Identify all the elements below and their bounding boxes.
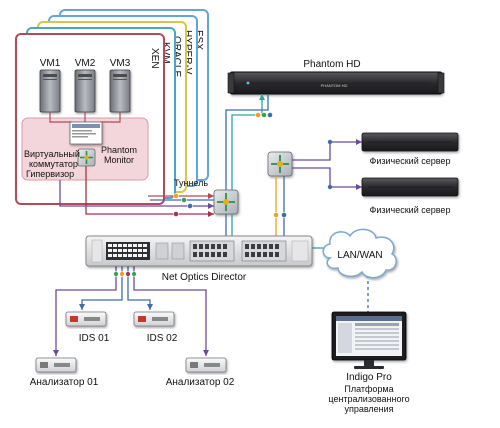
physical-server-2-label: Физический сервер [370,205,451,215]
director-ports-right [193,244,279,257]
virtual-switch-label-line2: коммутатор [29,159,78,169]
phantom-monitor-screen [69,121,103,145]
virtual-switch-label-line1: Виртуальный [24,149,80,159]
ids-02-label: IDS 02 [147,333,178,344]
vm-2: VM2 [74,58,96,113]
vm-1-label: VM1 [40,58,61,69]
analyzer-02: Анализатор 02 [166,357,235,388]
vm-3-label: VM3 [110,58,131,69]
indigo-caption-line2: централизованного [328,394,409,404]
analyzer-01: Анализатор 01 [30,357,99,388]
ids-01-label: IDS 01 [79,333,110,344]
analyzer-01-label: Анализатор 01 [30,377,99,388]
hypervisor-label-hyperv: HYPER-V [182,30,193,75]
physical-switch [267,151,293,177]
ids-02: IDS 02 [133,311,178,344]
phantom-monitor-label-line2: Monitor [104,155,134,165]
director-ports-left [108,244,147,257]
ids-01: IDS 01 [65,311,110,344]
hypervisor-label-esx: ESX [193,30,204,50]
tunnel-label: Туннель [174,178,208,188]
vm-2-label: VM2 [75,58,96,69]
vm-1: VM1 [39,58,61,113]
indigo-pro-title: Indigo Pro [346,372,392,383]
hypervisor-label-kvm: KVM [160,42,171,64]
phantom-monitor-label-line1: Phantom [101,145,137,155]
phantom-hd-appliance: Phantom HD PHANTOM HD [227,59,445,95]
vm-3: VM3 [109,58,131,113]
hypervisor-label: Гипервизор [26,169,74,179]
connector-dots [113,112,333,277]
physical-server-2: Физический сервер [361,177,459,215]
indigo-caption-line1: Платформа [344,384,393,394]
phantom-hd-badge: PHANTOM HD [321,83,348,88]
phantom-hd-title: Phantom HD [303,59,360,70]
physical-server-1-label: Физический сервер [370,156,451,166]
arrowheads [53,94,362,356]
hypervisor-stack: ESX HYPER-V ORACLE KVM XEN VM1 VM2 [15,9,209,205]
net-optics-director: Net Optics Director [85,235,313,283]
indigo-caption-line3: управления [344,404,393,414]
hypervisor-label-oracle: ORACLE [171,36,182,77]
physical-server-1: Физический сервер [361,132,459,166]
tunnel-switch [213,189,239,215]
director-label: Net Optics Director [162,272,247,283]
lan-wan-cloud: LAN/WAN [322,228,397,279]
analyzer-02-label: Анализатор 02 [166,377,235,388]
virtual-switch [77,148,96,167]
cloud-label: LAN/WAN [337,250,382,261]
indigo-pro-monitor [331,311,407,369]
hypervisor-label-xen: XEN [149,48,160,69]
